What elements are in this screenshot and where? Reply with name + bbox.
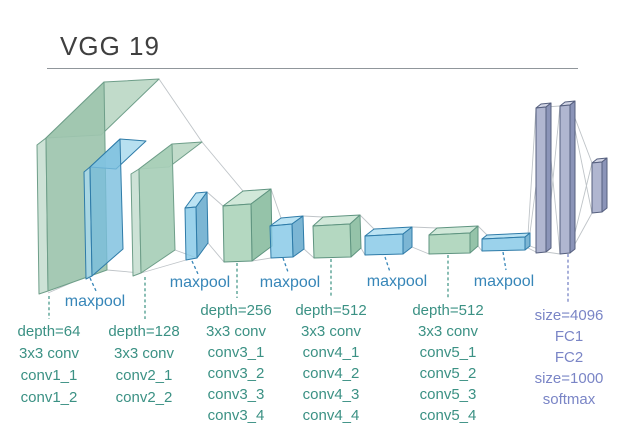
block-maxpool1 — [83, 138, 147, 280]
label-line: conv5_3 — [419, 386, 477, 403]
block-fc1 — [535, 102, 552, 254]
label-line: conv4_4 — [302, 407, 360, 424]
block-conv3 — [222, 188, 273, 263]
maxpool-label-2: maxpool — [169, 274, 231, 291]
label-line: FC1 — [554, 328, 584, 345]
maxpool3-side-face — [291, 215, 305, 258]
label-line: conv3_2 — [207, 365, 265, 382]
label-line: 3x3 conv — [417, 323, 479, 340]
label-line: softmax — [542, 391, 596, 408]
label-group-conv2: depth=128 3x3 conv conv2_1 conv2_2 — [108, 321, 179, 409]
fc1-side-face — [545, 102, 552, 253]
label-line: FC2 — [554, 349, 584, 366]
label-group-conv3: depth=256 3x3 conv conv3_1 conv3_2 conv3… — [200, 300, 271, 426]
label-line: conv5_2 — [419, 365, 477, 382]
label-line: conv5_1 — [419, 344, 477, 361]
block-conv2 — [130, 141, 203, 277]
maxpool5-leader — [502, 251, 507, 271]
maxpool5-front-face — [481, 236, 526, 252]
label-line: depth=128 — [108, 323, 180, 340]
conv2-front-face — [138, 143, 176, 274]
label-line: depth=64 — [17, 323, 81, 340]
label-line: conv5_4 — [419, 407, 477, 424]
maxpool1-leader — [89, 277, 98, 294]
softmax-front-face — [591, 161, 603, 214]
label-line: conv2_1 — [115, 367, 173, 384]
maxpool2-front-face — [184, 206, 198, 261]
label-line: size=4096 — [534, 307, 604, 324]
fc2-side-face — [569, 100, 576, 254]
maxpool-label-4: maxpool — [366, 273, 428, 290]
label-line: conv3_1 — [207, 344, 265, 361]
label-line: 3x3 conv — [300, 323, 362, 340]
title-underline — [47, 68, 578, 69]
maxpool4-leader — [384, 256, 391, 273]
conv4-front-face — [312, 223, 352, 259]
maxpool-label-1: maxpool — [64, 293, 126, 310]
conv5-front-face — [428, 232, 471, 255]
conv3-front-face — [222, 203, 253, 263]
label-line: depth=256 — [200, 302, 272, 319]
label-line: 3x3 conv — [205, 323, 267, 340]
block-maxpool5 — [481, 232, 531, 252]
block-maxpool2 — [184, 191, 209, 261]
maxpool-label-3: maxpool — [259, 274, 321, 291]
label-group-conv4: depth=512 3x3 conv conv4_1 conv4_2 conv4… — [295, 300, 366, 426]
label-group-fc: size=4096 FC1 FC2 size=1000 softmax — [535, 305, 604, 410]
label-line: conv1_1 — [20, 367, 78, 384]
maxpool4-front-face — [364, 233, 404, 256]
maxpool2-leader — [191, 260, 199, 275]
block-conv4 — [312, 214, 362, 259]
label-group-conv5: depth=512 3x3 conv conv5_1 conv5_2 conv5… — [412, 300, 483, 426]
block-softmax — [591, 157, 608, 214]
label-line: conv4_1 — [302, 344, 360, 361]
label-line: conv3_3 — [207, 386, 265, 403]
fc2-front-face — [559, 104, 571, 255]
label-line: 3x3 conv — [18, 345, 80, 362]
block-conv5 — [428, 225, 479, 255]
softmax-side-face — [601, 157, 608, 213]
fc1-front-face — [535, 106, 547, 254]
maxpool-label-5: maxpool — [473, 273, 535, 290]
label-line: size=1000 — [534, 370, 604, 387]
label-line: depth=512 — [295, 302, 367, 319]
connector-lines — [47, 78, 593, 294]
label-line: conv1_2 — [20, 389, 78, 406]
leader-lines — [48, 251, 569, 319]
label-line: conv3_4 — [207, 407, 265, 424]
label-line: conv4_2 — [302, 365, 360, 382]
label-line: conv4_3 — [302, 386, 360, 403]
maxpool3-front-face — [269, 223, 294, 259]
label-line: depth=512 — [412, 302, 484, 319]
label-line: conv2_2 — [115, 389, 173, 406]
block-maxpool4 — [364, 226, 413, 256]
block-maxpool3 — [269, 215, 305, 259]
page-title: VGG 19 — [60, 31, 160, 61]
maxpool3-leader — [282, 257, 289, 273]
label-group-conv1: depth=64 3x3 conv conv1_1 conv1_2 — [18, 321, 81, 409]
block-fc2 — [559, 100, 576, 255]
label-line: 3x3 conv — [113, 345, 175, 362]
maxpool1-front-face — [89, 138, 124, 277]
